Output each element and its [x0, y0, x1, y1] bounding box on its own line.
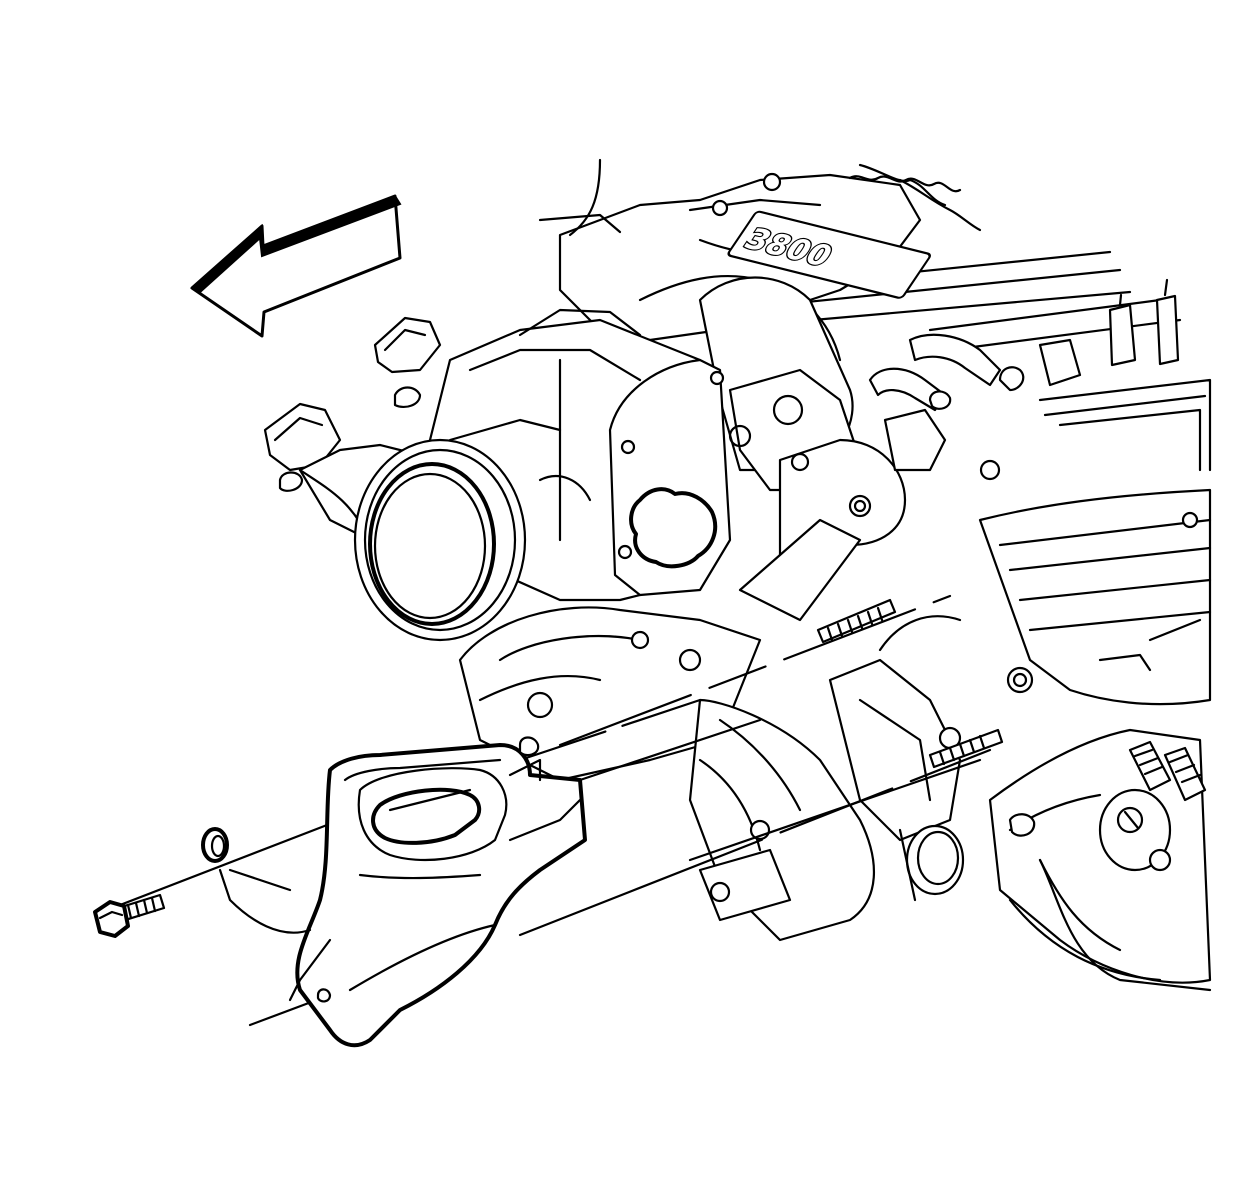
- bolt: [93, 893, 166, 938]
- arrow-left-icon: [190, 194, 402, 338]
- throttle-body: [353, 308, 732, 642]
- stud-lower: [928, 728, 1004, 769]
- stud: [816, 598, 897, 644]
- alignment-lines: [118, 594, 992, 1027]
- fuel-rail-hoses: [868, 278, 1180, 481]
- exhaust-manifold: [988, 728, 1212, 992]
- washer: [201, 827, 229, 863]
- engine-block: [458, 606, 965, 942]
- right-valve-cover: [978, 488, 1212, 706]
- bracket: [218, 736, 587, 1048]
- engine-cover-logo: 3800: [727, 210, 931, 299]
- egr-bracket: [728, 368, 907, 622]
- plenum-edge: [848, 175, 962, 193]
